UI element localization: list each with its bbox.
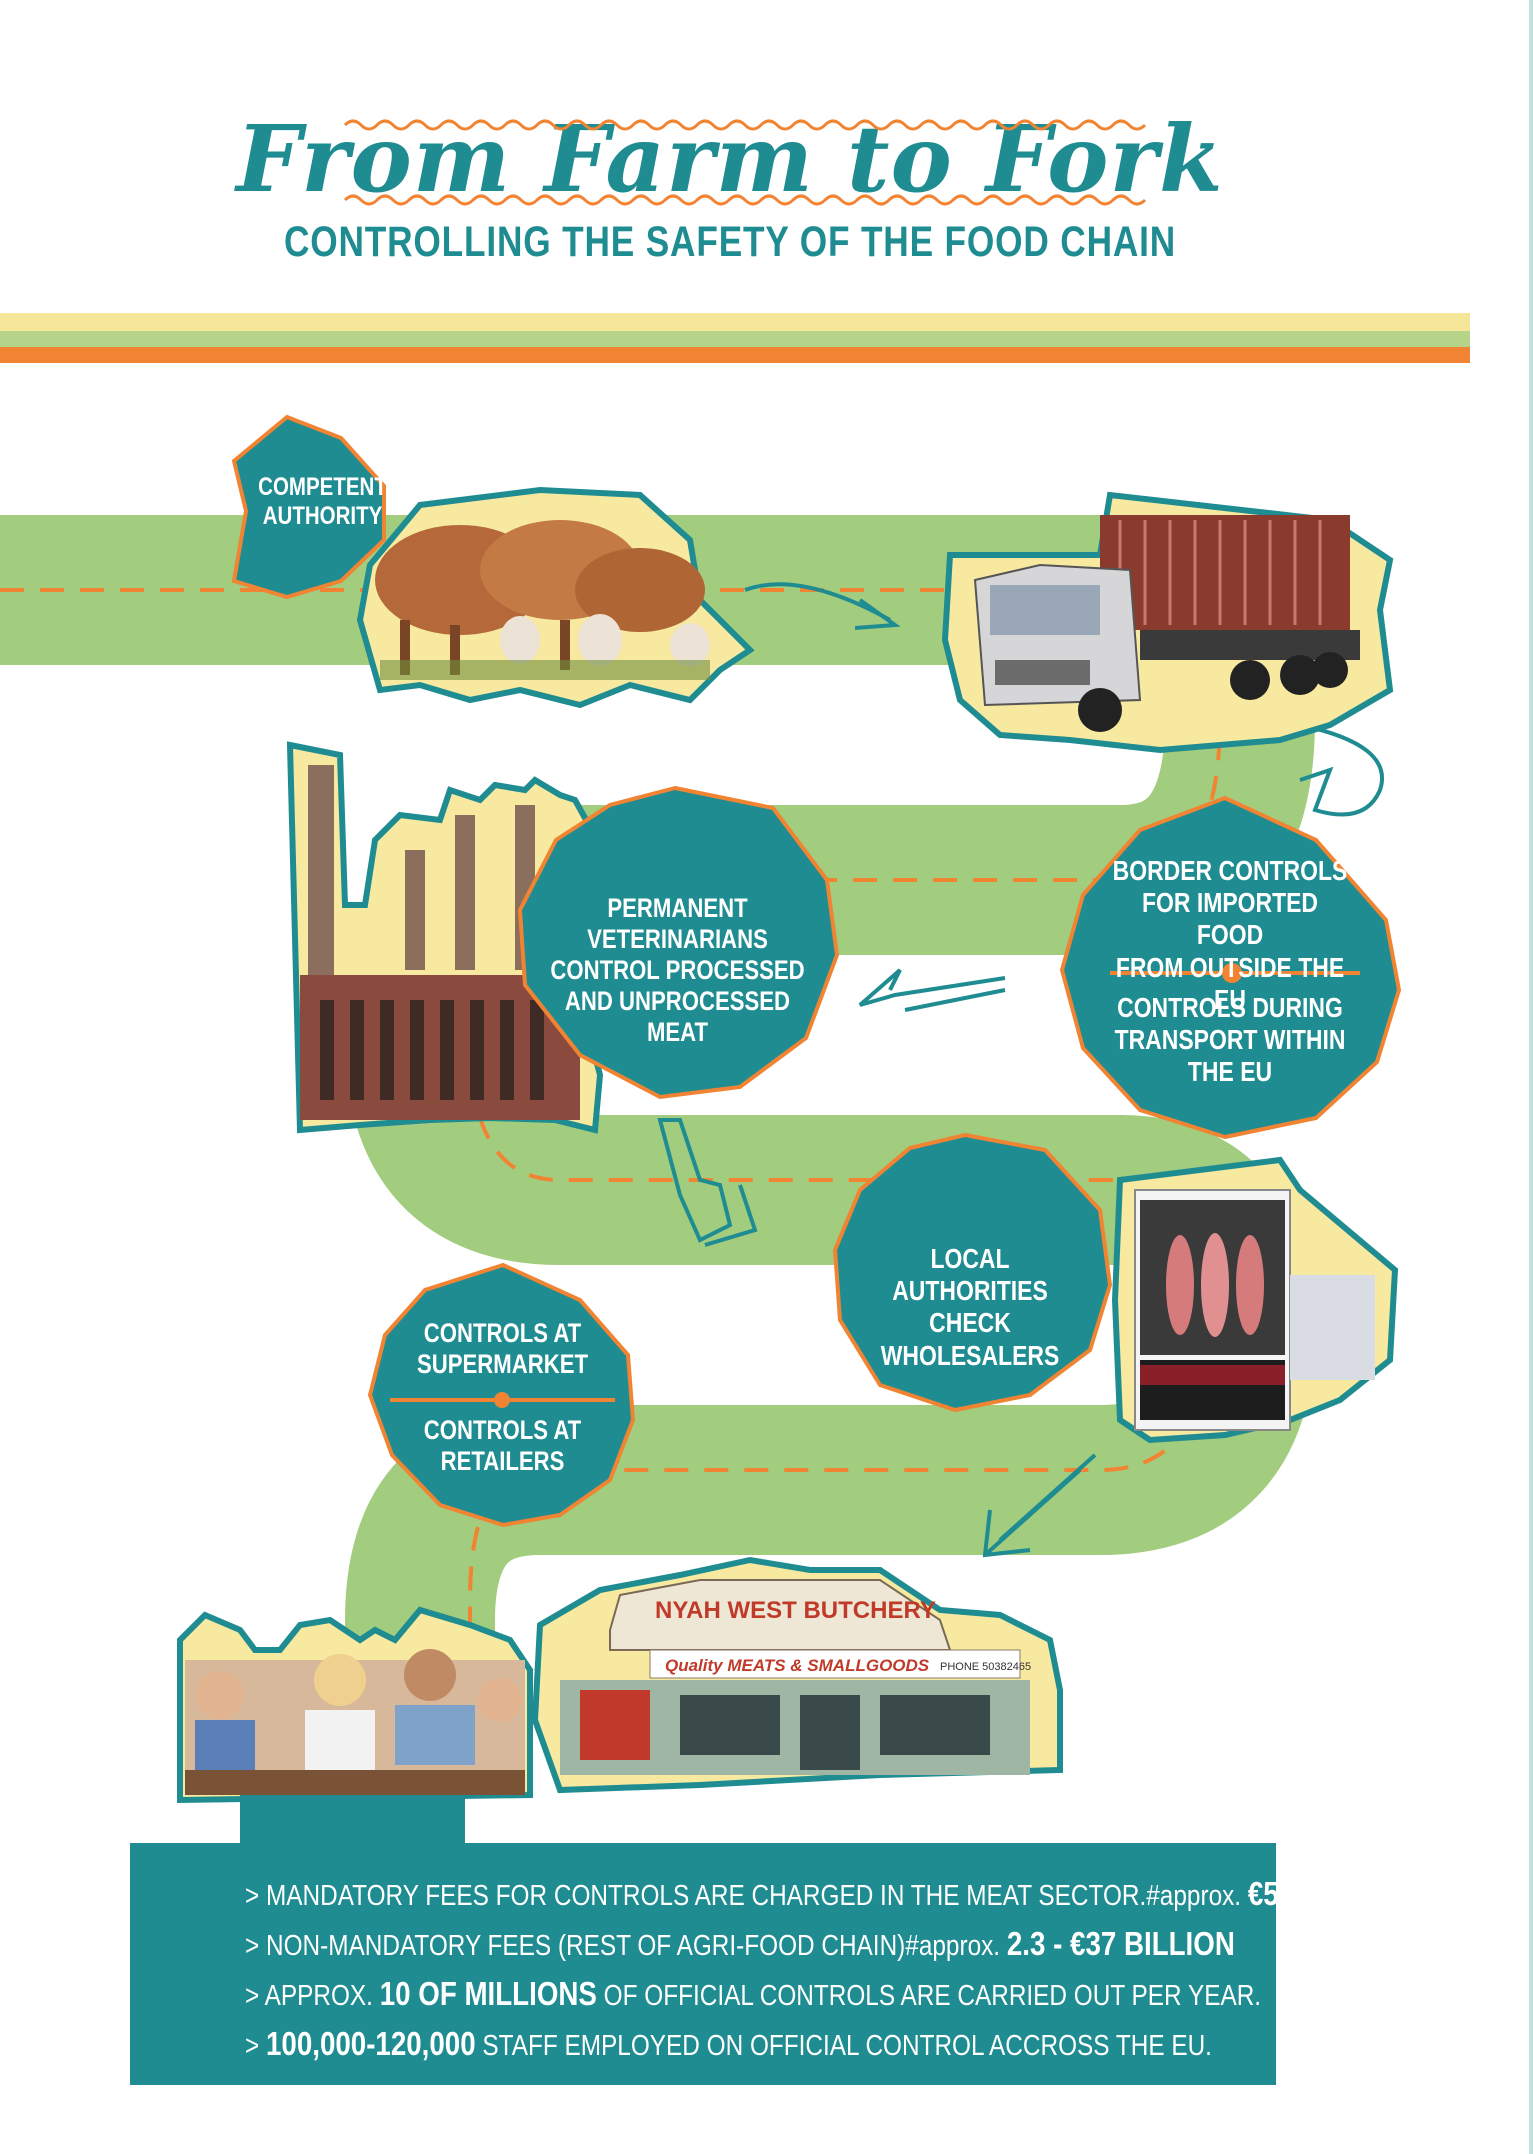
arrow-down-left xyxy=(982,1453,1097,1558)
factory-image xyxy=(286,741,604,1134)
local-authorities-label: LOCAL AUTHORITIES CHECK WHOLESALERS xyxy=(880,1243,1060,1371)
fact-line: > 100,000-120,000 STAFF EMPLOYED ON OFFI… xyxy=(245,2025,1212,2062)
butchery-sign: NYAH WEST BUTCHERY xyxy=(655,1597,936,1624)
transport-controls-label: CONTROLS DURING TRANSPORT WITHIN THE EU xyxy=(1114,992,1346,1088)
butchery-subsign: Quality MEATS & SMALLGOODS xyxy=(665,1656,930,1675)
fact-line: > MANDATORY FEES FOR CONTROLS ARE CHARGE… xyxy=(245,1875,1398,1912)
arrow-down xyxy=(657,1118,758,1247)
supermarket-controls-label: CONTROLS AT SUPERMARKET xyxy=(417,1318,588,1380)
retailer-controls-label: CONTROLS AT RETAILERS xyxy=(423,1415,582,1477)
competent-authority-label: COMPETENT AUTHORITY xyxy=(258,473,387,530)
cattle-image xyxy=(356,486,755,709)
local-authorities-octagon xyxy=(832,1132,1113,1413)
title-wave-top xyxy=(343,119,1147,131)
competent-authority-octagon xyxy=(231,414,386,600)
fact-line: > APPROX. 10 OF MILLIONS OF OFFICIAL CON… xyxy=(245,1975,1262,2012)
arrow-cattle-to-truck xyxy=(744,582,901,630)
border-controls-divider-dot xyxy=(1222,963,1242,983)
dashed-route xyxy=(0,588,1223,1780)
refrigerated-truck-image xyxy=(1111,1156,1399,1444)
stripe-yellow xyxy=(0,313,1470,331)
stripe-orange xyxy=(0,347,1470,363)
butchery-phone: PHONE 50382465 xyxy=(940,1661,1031,1673)
stripe-green xyxy=(0,331,1470,347)
arrow-to-factory xyxy=(858,968,1006,1012)
permanent-vets-octagon xyxy=(517,785,840,1100)
family-image xyxy=(177,1606,533,1804)
border-controls-label: BORDER CONTROLS FOR IMPORTED FOOD FROM O… xyxy=(1112,855,1348,1015)
arrow-turn-right xyxy=(1299,723,1384,817)
livestock-truck-image xyxy=(941,491,1394,754)
title-wave-bottom xyxy=(343,194,1147,206)
page-edge xyxy=(1529,0,1533,2154)
permanent-vets-label: PERMANENT VETERINARIANS CONTROL PROCESSE… xyxy=(550,893,805,1048)
butchery-image: NYAH WEST BUTCHERY Quality MEATS & SMALL… xyxy=(531,1556,1063,1794)
road xyxy=(0,515,1315,1780)
facts-box: > MANDATORY FEES FOR CONTROLS ARE CHARGE… xyxy=(130,1843,1397,2085)
fact-line: > NON-MANDATORY FEES (REST OF AGRI-FOOD … xyxy=(245,1925,1235,1962)
supermarket-divider-dot xyxy=(494,1392,510,1408)
page-subtitle: CONTROLLING THE SAFETY OF THE FOOD CHAIN xyxy=(283,218,1177,266)
